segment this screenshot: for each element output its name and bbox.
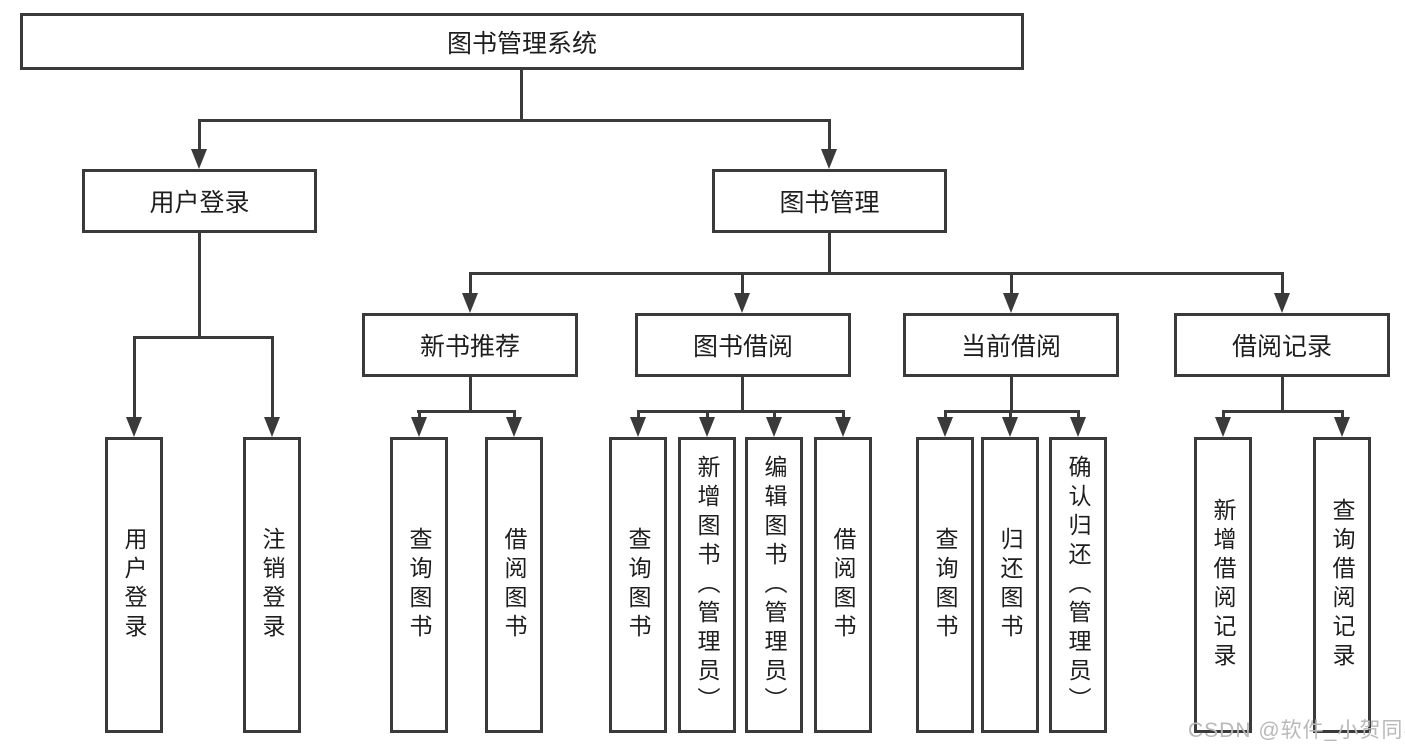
arrow-down-icon <box>766 417 782 437</box>
node-new-book-recommendation: 新书推荐 <box>362 313 578 377</box>
connector-drop <box>1222 410 1225 417</box>
arrow-down-icon <box>462 293 478 313</box>
connector-drop <box>944 410 947 417</box>
leaf-query-books-recommend: 查询图书 <box>390 437 448 733</box>
arrow-down-icon <box>734 293 750 313</box>
arrow-down-icon <box>1334 417 1350 437</box>
arrow-down-icon <box>1002 417 1018 437</box>
connector-root-bar <box>198 119 831 122</box>
connector-drop <box>637 410 640 417</box>
node-borrowing-records: 借阅记录 <box>1174 313 1390 377</box>
connector-drop <box>842 410 845 417</box>
connector-drop <box>418 410 421 417</box>
arrow-down-icon <box>835 417 851 437</box>
connector-drop <box>133 336 136 417</box>
connector-drop <box>1341 410 1344 417</box>
arrow-down-icon <box>1274 293 1290 313</box>
connector-book-mgmt-bar <box>469 272 1284 275</box>
arrow-down-icon <box>264 417 280 437</box>
arrow-down-icon <box>411 417 427 437</box>
arrow-down-icon <box>699 417 715 437</box>
connector-bar <box>1222 410 1344 413</box>
leaf-return-books: 归还图书 <box>981 437 1039 733</box>
csdn-watermark: CSDN @软件_小贺同学 <box>1188 719 1405 742</box>
connector-drop <box>1281 272 1284 293</box>
connector-stem <box>741 377 744 410</box>
leaf-query-borrow-record: 查询借阅记录 <box>1313 437 1371 733</box>
node-current-borrowing: 当前借阅 <box>903 313 1119 377</box>
node-user-login: 用户登录 <box>82 169 317 233</box>
leaf-borrow-books-recommend: 借阅图书 <box>485 437 543 733</box>
leaf-query-books-borrow: 查询图书 <box>609 437 667 733</box>
connector-drop <box>1009 410 1012 417</box>
arrow-down-icon <box>1070 417 1086 437</box>
leaf-edit-books-admin: 编辑图书（管理员） <box>745 437 803 733</box>
arrow-down-icon <box>191 149 207 169</box>
connector-stem <box>469 377 472 410</box>
node-book-borrowing: 图书借阅 <box>635 313 851 377</box>
connector-stem <box>1281 377 1284 410</box>
connector-drop <box>828 119 831 152</box>
arrow-down-icon <box>126 417 142 437</box>
connector-drop <box>773 410 776 417</box>
leaf-borrow-books: 借阅图书 <box>814 437 872 733</box>
connector-user-login-bar <box>133 336 274 339</box>
connector-drop <box>1010 272 1013 293</box>
connector-drop <box>741 272 744 293</box>
connector-drop <box>1077 410 1080 417</box>
arrow-down-icon <box>937 417 953 437</box>
arrow-down-icon <box>1003 293 1019 313</box>
arrow-down-icon <box>506 417 522 437</box>
leaf-query-books-current: 查询图书 <box>916 437 974 733</box>
node-library-management-system: 图书管理系统 <box>20 13 1024 70</box>
connector-drop <box>513 410 516 417</box>
connector-book-mgmt-stem <box>828 233 831 272</box>
connector-drop <box>271 336 274 417</box>
node-book-management: 图书管理 <box>712 169 947 233</box>
connector-bar <box>944 410 1080 413</box>
connector-drop <box>469 272 472 293</box>
connector-user-login-stem <box>198 233 201 336</box>
leaf-add-borrow-record: 新增借阅记录 <box>1194 437 1252 733</box>
connector-bar <box>637 410 845 413</box>
connector-drop <box>706 410 709 417</box>
connector-drop <box>198 119 201 152</box>
leaf-confirm-return-admin: 确认归还（管理员） <box>1049 437 1107 733</box>
leaf-logout: 注销登录 <box>243 437 301 733</box>
arrow-down-icon <box>821 149 837 169</box>
connector-root-stem <box>520 70 523 119</box>
connector-stem <box>1010 377 1013 410</box>
connector-bar <box>417 410 516 413</box>
arrow-down-icon <box>630 417 646 437</box>
arrow-down-icon <box>1215 417 1231 437</box>
leaf-user-login: 用户登录 <box>105 437 163 733</box>
leaf-add-books-admin: 新增图书（管理员） <box>678 437 736 733</box>
